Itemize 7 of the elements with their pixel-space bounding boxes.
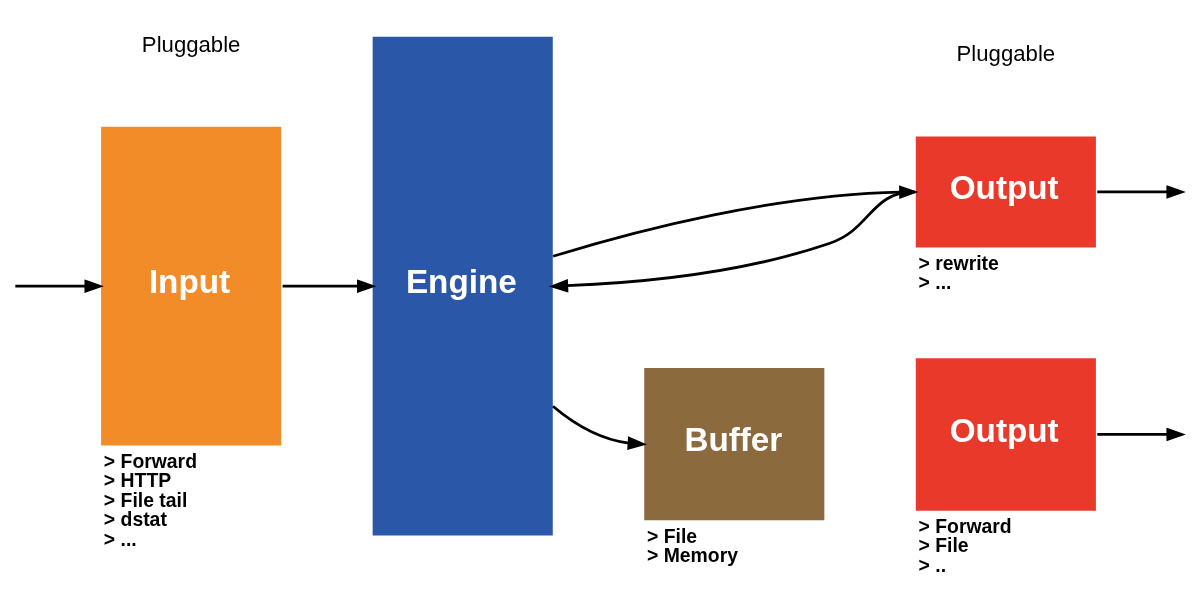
node-label: > Memory [646, 544, 738, 567]
node-label: > ... [918, 271, 952, 294]
node-label: > File [646, 524, 698, 547]
node-label: > rewrite [918, 251, 999, 274]
label: Pluggable [956, 41, 1056, 67]
label: Pluggable [141, 31, 241, 57]
node-label: > Forward [103, 449, 197, 472]
